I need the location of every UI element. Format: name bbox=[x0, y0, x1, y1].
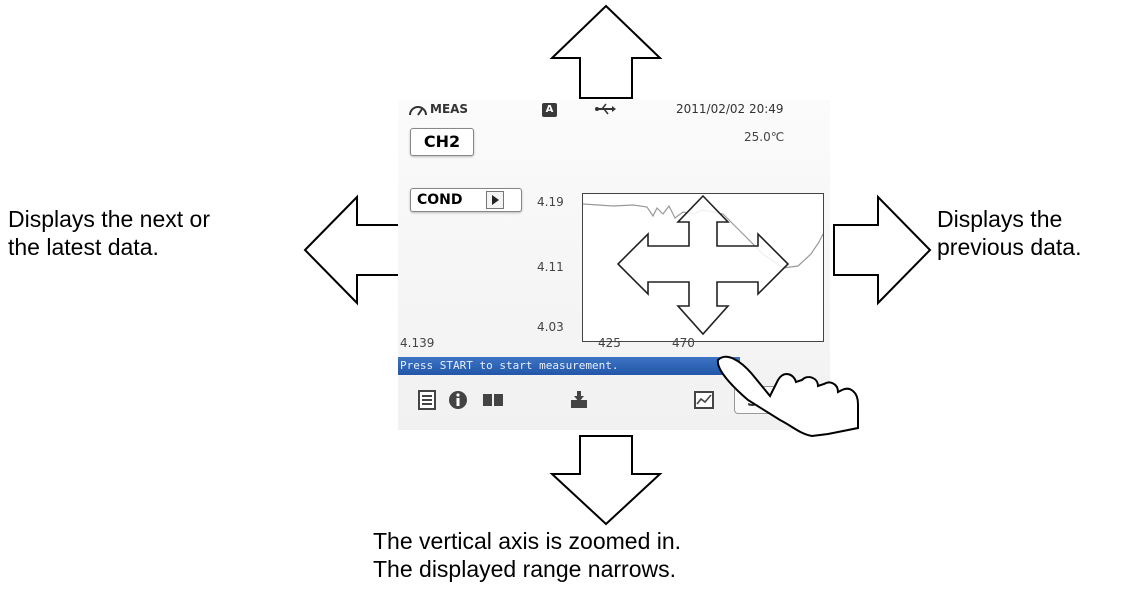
graph-area[interactable] bbox=[582, 193, 824, 342]
channel-button[interactable]: CH2 bbox=[410, 128, 474, 156]
parameter-next-button[interactable] bbox=[486, 191, 504, 209]
mode-label: MEAS bbox=[430, 102, 469, 116]
annotation-right-line1: Displays the bbox=[937, 206, 1063, 232]
annotation-bottom-line1: The vertical axis is zoomed in. bbox=[373, 528, 682, 554]
annotation-bottom-line2: The displayed range narrows. bbox=[373, 556, 676, 582]
y-tick-bottom: 4.03 bbox=[537, 320, 564, 334]
save-icon[interactable] bbox=[569, 390, 589, 410]
book-icon[interactable] bbox=[482, 393, 504, 407]
hand-pointer-icon bbox=[716, 355, 859, 438]
graph-icon[interactable] bbox=[694, 390, 714, 410]
y-tick-top: 4.19 bbox=[537, 195, 564, 209]
auto-badge: A bbox=[542, 103, 557, 117]
annotation-left-line1: Displays the next or bbox=[8, 206, 210, 232]
arrow-down-icon bbox=[549, 435, 663, 526]
annotation-left-line2: the latest data. bbox=[8, 234, 159, 260]
annotation-left: Displays the next or the latest data. bbox=[8, 205, 308, 261]
status-bar: MEAS A 2011/02/02 20:49 bbox=[398, 100, 830, 120]
parameter-button[interactable]: COND bbox=[410, 188, 522, 212]
parameter-label: COND bbox=[417, 192, 463, 208]
arrow-up-icon bbox=[549, 4, 663, 99]
arrow-right-icon bbox=[833, 194, 932, 306]
x-tick-425: 425 bbox=[598, 336, 621, 350]
play-icon bbox=[492, 195, 499, 205]
four-way-arrow-icon bbox=[616, 194, 790, 336]
annotation-right-line2: previous data. bbox=[937, 234, 1082, 260]
meas-gauge-icon bbox=[409, 106, 427, 116]
temperature-readout: 25.0℃ bbox=[744, 130, 785, 144]
info-icon[interactable] bbox=[448, 390, 468, 410]
list-icon[interactable] bbox=[418, 390, 436, 410]
current-value: 4.139 bbox=[400, 336, 435, 350]
x-tick-470: 470 bbox=[672, 336, 695, 350]
graph-trace bbox=[582, 194, 824, 336]
annotation-bottom: The vertical axis is zoomed in. The disp… bbox=[373, 527, 833, 583]
arrow-left-icon bbox=[303, 194, 402, 306]
message-bar: Press START to start measurement. bbox=[398, 357, 740, 375]
usb-icon bbox=[595, 103, 616, 115]
datetime: 2011/02/02 20:49 bbox=[676, 102, 784, 116]
annotation-right: Displays the previous data. bbox=[937, 205, 1137, 261]
y-tick-mid: 4.11 bbox=[537, 260, 564, 274]
